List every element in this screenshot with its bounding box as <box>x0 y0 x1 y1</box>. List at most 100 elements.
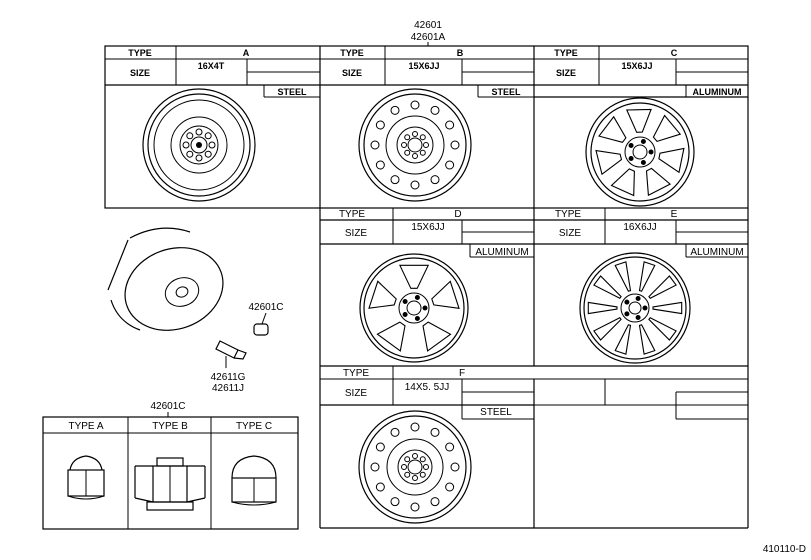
wheel-f-bolt-hole <box>412 453 418 459</box>
cap-part-number: 42601C <box>248 302 283 313</box>
wheel-f-vent-hole <box>445 482 455 492</box>
wheel-c-slot <box>595 149 623 176</box>
wheel-f-vent-hole <box>430 497 440 507</box>
panel-a-material: STEEL <box>277 87 307 97</box>
panel-b-type-label: TYPE <box>340 48 364 58</box>
wheel-f-vent-hole <box>450 462 460 472</box>
panel-e-material: ALUMINUM <box>690 247 743 258</box>
wheel-d-slot <box>399 264 430 289</box>
wheel-f-bolt-hole <box>401 464 407 470</box>
wheel-f-bolt-hole <box>412 475 418 481</box>
panel-f-size-value: 14X5. 5JJ <box>405 382 449 393</box>
wheel-e-slot <box>587 301 618 315</box>
wheel-a-bolt-hole <box>195 128 203 136</box>
wheel-c-slot <box>645 167 672 197</box>
wheel-b-bolt-hole <box>404 149 411 156</box>
wheel-f-vent-hole <box>390 497 400 507</box>
wheel-d-slot <box>422 321 452 352</box>
wheel-b-bolt-hole <box>419 134 426 141</box>
wheel-d-slot <box>431 280 460 309</box>
valve-stem-drawing <box>215 340 247 368</box>
wheel-c-lug-hole <box>628 155 634 161</box>
panel-c-type-label: TYPE <box>554 48 578 58</box>
panel-e-type-label: TYPE <box>555 209 581 220</box>
wheel-f-bolt-hole <box>423 464 429 470</box>
wheel-f-bolt-hole <box>404 456 411 463</box>
wheel-f-vent-hole <box>445 442 455 452</box>
valve-part-number-1: 42611G <box>211 372 246 383</box>
wheel-e-slot <box>614 324 632 355</box>
wheel-e-slot <box>648 317 677 341</box>
wheel-b-vent-hole <box>375 120 385 130</box>
wheel-d-lug-hole <box>414 295 420 301</box>
panel-c-size-value: 15X6JJ <box>621 61 652 71</box>
wheel-b-vent-hole <box>390 105 400 115</box>
wheel-e-lug-hole <box>624 311 630 317</box>
panel-c-table: TYPE C SIZE 15X6JJ ALUMINUM <box>534 46 748 97</box>
panel-b-material: STEEL <box>491 87 521 97</box>
wheel-e-slot <box>648 275 677 299</box>
panel-f-size-label: SIZE <box>345 388 368 399</box>
nuts-part-number: 42601C <box>150 401 185 412</box>
panel-a-size-label: SIZE <box>130 68 150 78</box>
panel-c-size-label: SIZE <box>556 68 576 78</box>
wheel-e-lug-hole <box>642 305 648 311</box>
wheel-d-slot <box>368 280 397 309</box>
wheel-e-slot <box>638 261 656 292</box>
wheel-f-vent-hole <box>375 442 385 452</box>
panel-c-type-value: C <box>671 48 678 58</box>
nut-c-drawing <box>231 455 277 506</box>
wheel-b-vent-hole <box>410 100 420 110</box>
wheel-d-drawing <box>359 253 469 363</box>
panel-a-size-value: 16X4T <box>198 61 225 71</box>
cap-drawing <box>253 312 269 336</box>
panel-e-size-label: SIZE <box>559 228 582 239</box>
wheel-b-bolt-hole <box>412 131 418 137</box>
wheel-f-bolt-hole <box>419 471 426 478</box>
wheel-f-vent-hole <box>375 482 385 492</box>
wheel-b-vent-hole <box>445 120 455 130</box>
panel-f-material: STEEL <box>480 407 512 418</box>
wheel-b-bolt-hole <box>401 142 407 148</box>
wheel-d-lug-hole <box>414 315 420 321</box>
wheel-c-lug-hole <box>640 139 646 145</box>
wheel-f-drawing <box>358 410 472 524</box>
wheel-b-vent-hole <box>430 105 440 115</box>
wheel-b-vent-hole <box>390 175 400 185</box>
wheel-c-drawing <box>585 97 695 207</box>
nut-type-a-label: TYPE A <box>68 421 103 432</box>
wheel-b-drawing <box>358 88 472 202</box>
wheel-e-slot <box>593 317 622 341</box>
middle-row-frame <box>319 208 749 528</box>
wheel-c-slot <box>658 147 685 174</box>
wheel-e-drawing <box>579 252 691 364</box>
panel-b-table: TYPE B SIZE 15X6JJ STEEL <box>320 46 534 98</box>
wheel-e-slot <box>652 301 683 315</box>
wheel-a-bolt-hole <box>208 141 216 149</box>
wheel-c-lug-hole <box>640 159 646 165</box>
nut-a-drawing <box>67 455 105 500</box>
panel-a-type-value: A <box>243 48 250 58</box>
nut-type-c-label: TYPE C <box>236 421 272 432</box>
wheel-b-vent-hole <box>450 140 460 150</box>
panel-b-size-label: SIZE <box>342 68 362 78</box>
panel-a-table: TYPE A SIZE 16X4T STEEL <box>105 46 320 98</box>
wheel-f-vent-hole <box>430 427 440 437</box>
wheel-d-lug-hole <box>402 311 408 317</box>
wheel-d-lug-hole <box>402 299 408 305</box>
wheel-b-vent-hole <box>410 180 420 190</box>
wheel-b-bolt-hole <box>419 149 426 156</box>
wheel-f-bolt-hole <box>404 471 411 478</box>
wheel-e-slot <box>638 324 656 355</box>
panel-d-type-value: D <box>454 209 461 220</box>
part-number: 42601 <box>414 20 442 31</box>
wheel-a-bolt-hole <box>186 132 194 140</box>
panel-d-size-value: 15X6JJ <box>411 222 444 233</box>
panel-b-type-value: B <box>457 48 464 58</box>
wheel-c-lug-hole <box>628 143 634 149</box>
diagram-code: 410110-D <box>763 544 806 555</box>
wheel-e-lug-hole <box>624 299 630 305</box>
panel-f-type-label: TYPE <box>343 368 369 379</box>
panel-c-material: ALUMINUM <box>693 87 742 97</box>
